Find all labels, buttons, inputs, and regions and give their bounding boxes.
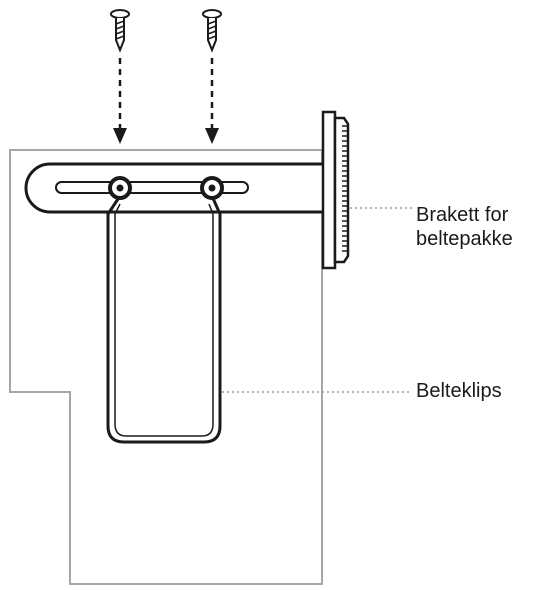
arrow-down-icon bbox=[205, 58, 219, 144]
knob-knurling bbox=[342, 125, 348, 252]
rivet bbox=[108, 176, 132, 200]
bracket-label: Brakett for beltepakke bbox=[416, 203, 513, 251]
belt-clip-label-text: Belteklips bbox=[416, 380, 502, 402]
belt-clip-loop bbox=[106, 195, 222, 444]
mounting-surface-outline bbox=[9, 149, 323, 585]
bracket-slot bbox=[55, 181, 249, 194]
bracket-knob bbox=[321, 110, 350, 270]
belt-clip-loop-inner bbox=[114, 203, 214, 437]
bracket-label-line2: beltepakke bbox=[416, 228, 513, 250]
rivet bbox=[200, 176, 224, 200]
screw-icon bbox=[110, 9, 130, 53]
screw-icon bbox=[202, 9, 222, 53]
bracket-label-line1: Brakett for bbox=[416, 204, 509, 226]
belt-clip-label: Belteklips bbox=[416, 379, 502, 403]
arrow-down-icon bbox=[113, 58, 127, 144]
